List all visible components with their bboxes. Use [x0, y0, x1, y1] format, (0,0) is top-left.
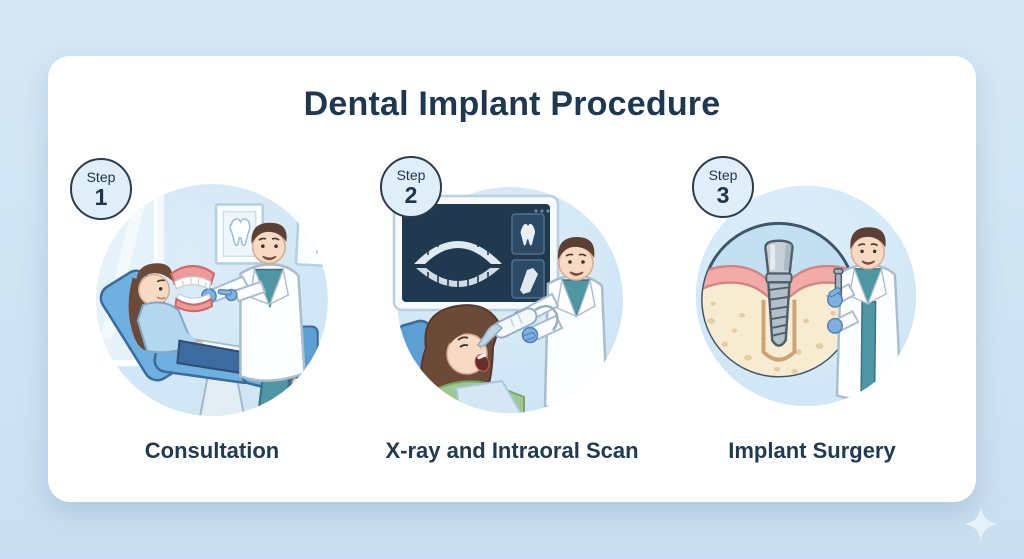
step-1-caption: Consultation	[144, 438, 280, 463]
implant-surgery-illustration	[690, 176, 934, 420]
step-3-section: Step 3	[662, 124, 962, 476]
xray-scan-illustration	[390, 176, 634, 420]
dental-model	[170, 264, 216, 313]
step-2-section: Step 2	[362, 124, 662, 476]
step-1-badge-label: Step	[86, 168, 116, 185]
step-2-badge-number: 2	[404, 181, 418, 208]
implant-screw	[764, 239, 794, 347]
gum-tissue	[702, 264, 856, 303]
implant-cross-section	[701, 221, 857, 378]
implant-socket	[761, 299, 797, 362]
step-2-badge: Step 2	[380, 156, 442, 218]
dentist	[825, 227, 902, 401]
steps-row: Step 1	[48, 124, 976, 476]
step-1-badge-number: 1	[94, 183, 108, 210]
step-3-badge-label: Step	[708, 166, 738, 183]
step-2-badge-label: Step	[396, 166, 426, 183]
sparkle-icon	[964, 507, 998, 541]
patient	[397, 304, 526, 413]
tooth-thumbnail-icon	[520, 223, 535, 246]
infographic-card: Dental Implant Procedure Step 1	[48, 56, 976, 502]
step-3-caption: Implant Surgery	[728, 438, 896, 463]
panoramic-xray	[414, 227, 502, 294]
page-title: Dental Implant Procedure	[303, 85, 721, 123]
plant-frame-icon	[294, 206, 328, 268]
dentist	[511, 237, 609, 412]
dentist	[201, 222, 319, 416]
step-2-caption: X-ray and Intraoral Scan	[385, 438, 639, 463]
step-3-badge-number: 3	[716, 181, 730, 208]
consultation-illustration	[90, 176, 334, 420]
tooth-frame-icon	[214, 203, 265, 265]
step-1-badge: Step 1	[70, 158, 132, 220]
scan-thumbnail-icon	[520, 268, 538, 294]
intraoral-scanner	[476, 304, 559, 348]
step-3-badge: Step 3	[692, 156, 754, 218]
step-1-section: Step 1	[62, 124, 362, 476]
